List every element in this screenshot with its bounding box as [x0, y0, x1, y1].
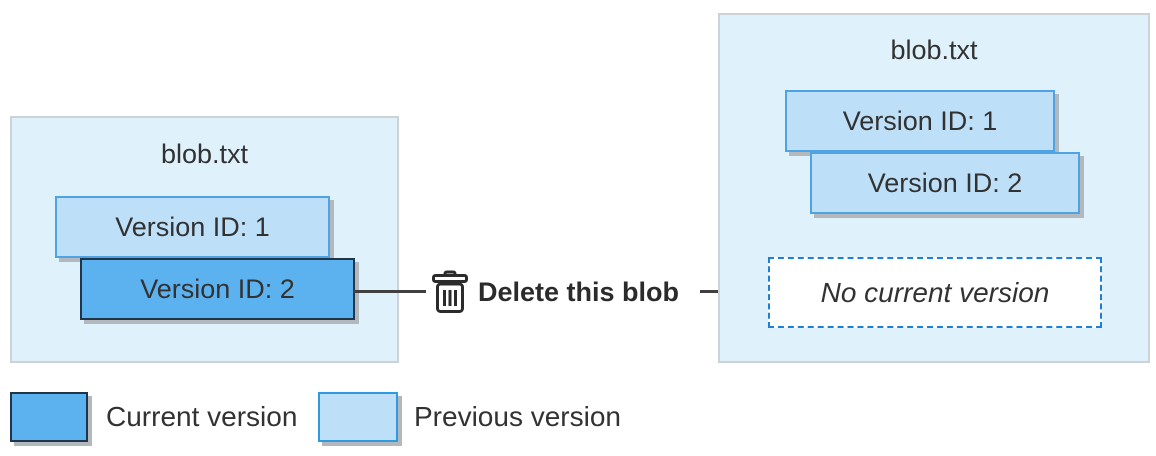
legend-swatch-previous	[318, 392, 398, 442]
legend-label-previous: Previous version	[414, 401, 621, 432]
trash-icon	[431, 270, 469, 319]
no-current-version-box: No current version	[768, 257, 1102, 328]
version-box-current-before: Version ID: 2	[80, 258, 355, 320]
legend-swatch-current	[10, 392, 88, 442]
version-box-1-after: Version ID: 1	[785, 90, 1055, 152]
version-label: Version ID: 1	[842, 105, 998, 136]
version-box-2-after: Version ID: 2	[810, 152, 1080, 214]
legend-label-current: Current version	[106, 401, 298, 432]
version-label: Version ID: 1	[115, 211, 270, 242]
version-box-previous-before: Version ID: 1	[55, 196, 330, 258]
blob-title-before: blob.txt	[160, 139, 249, 169]
version-label: Version ID: 2	[140, 273, 295, 304]
no-current-version-label: No current version	[820, 276, 1050, 308]
blob-title-after: blob.txt	[890, 35, 978, 65]
connector-line-left	[353, 290, 426, 293]
delete-action-label: Delete this blob	[478, 277, 680, 307]
version-label: Version ID: 2	[867, 167, 1023, 198]
